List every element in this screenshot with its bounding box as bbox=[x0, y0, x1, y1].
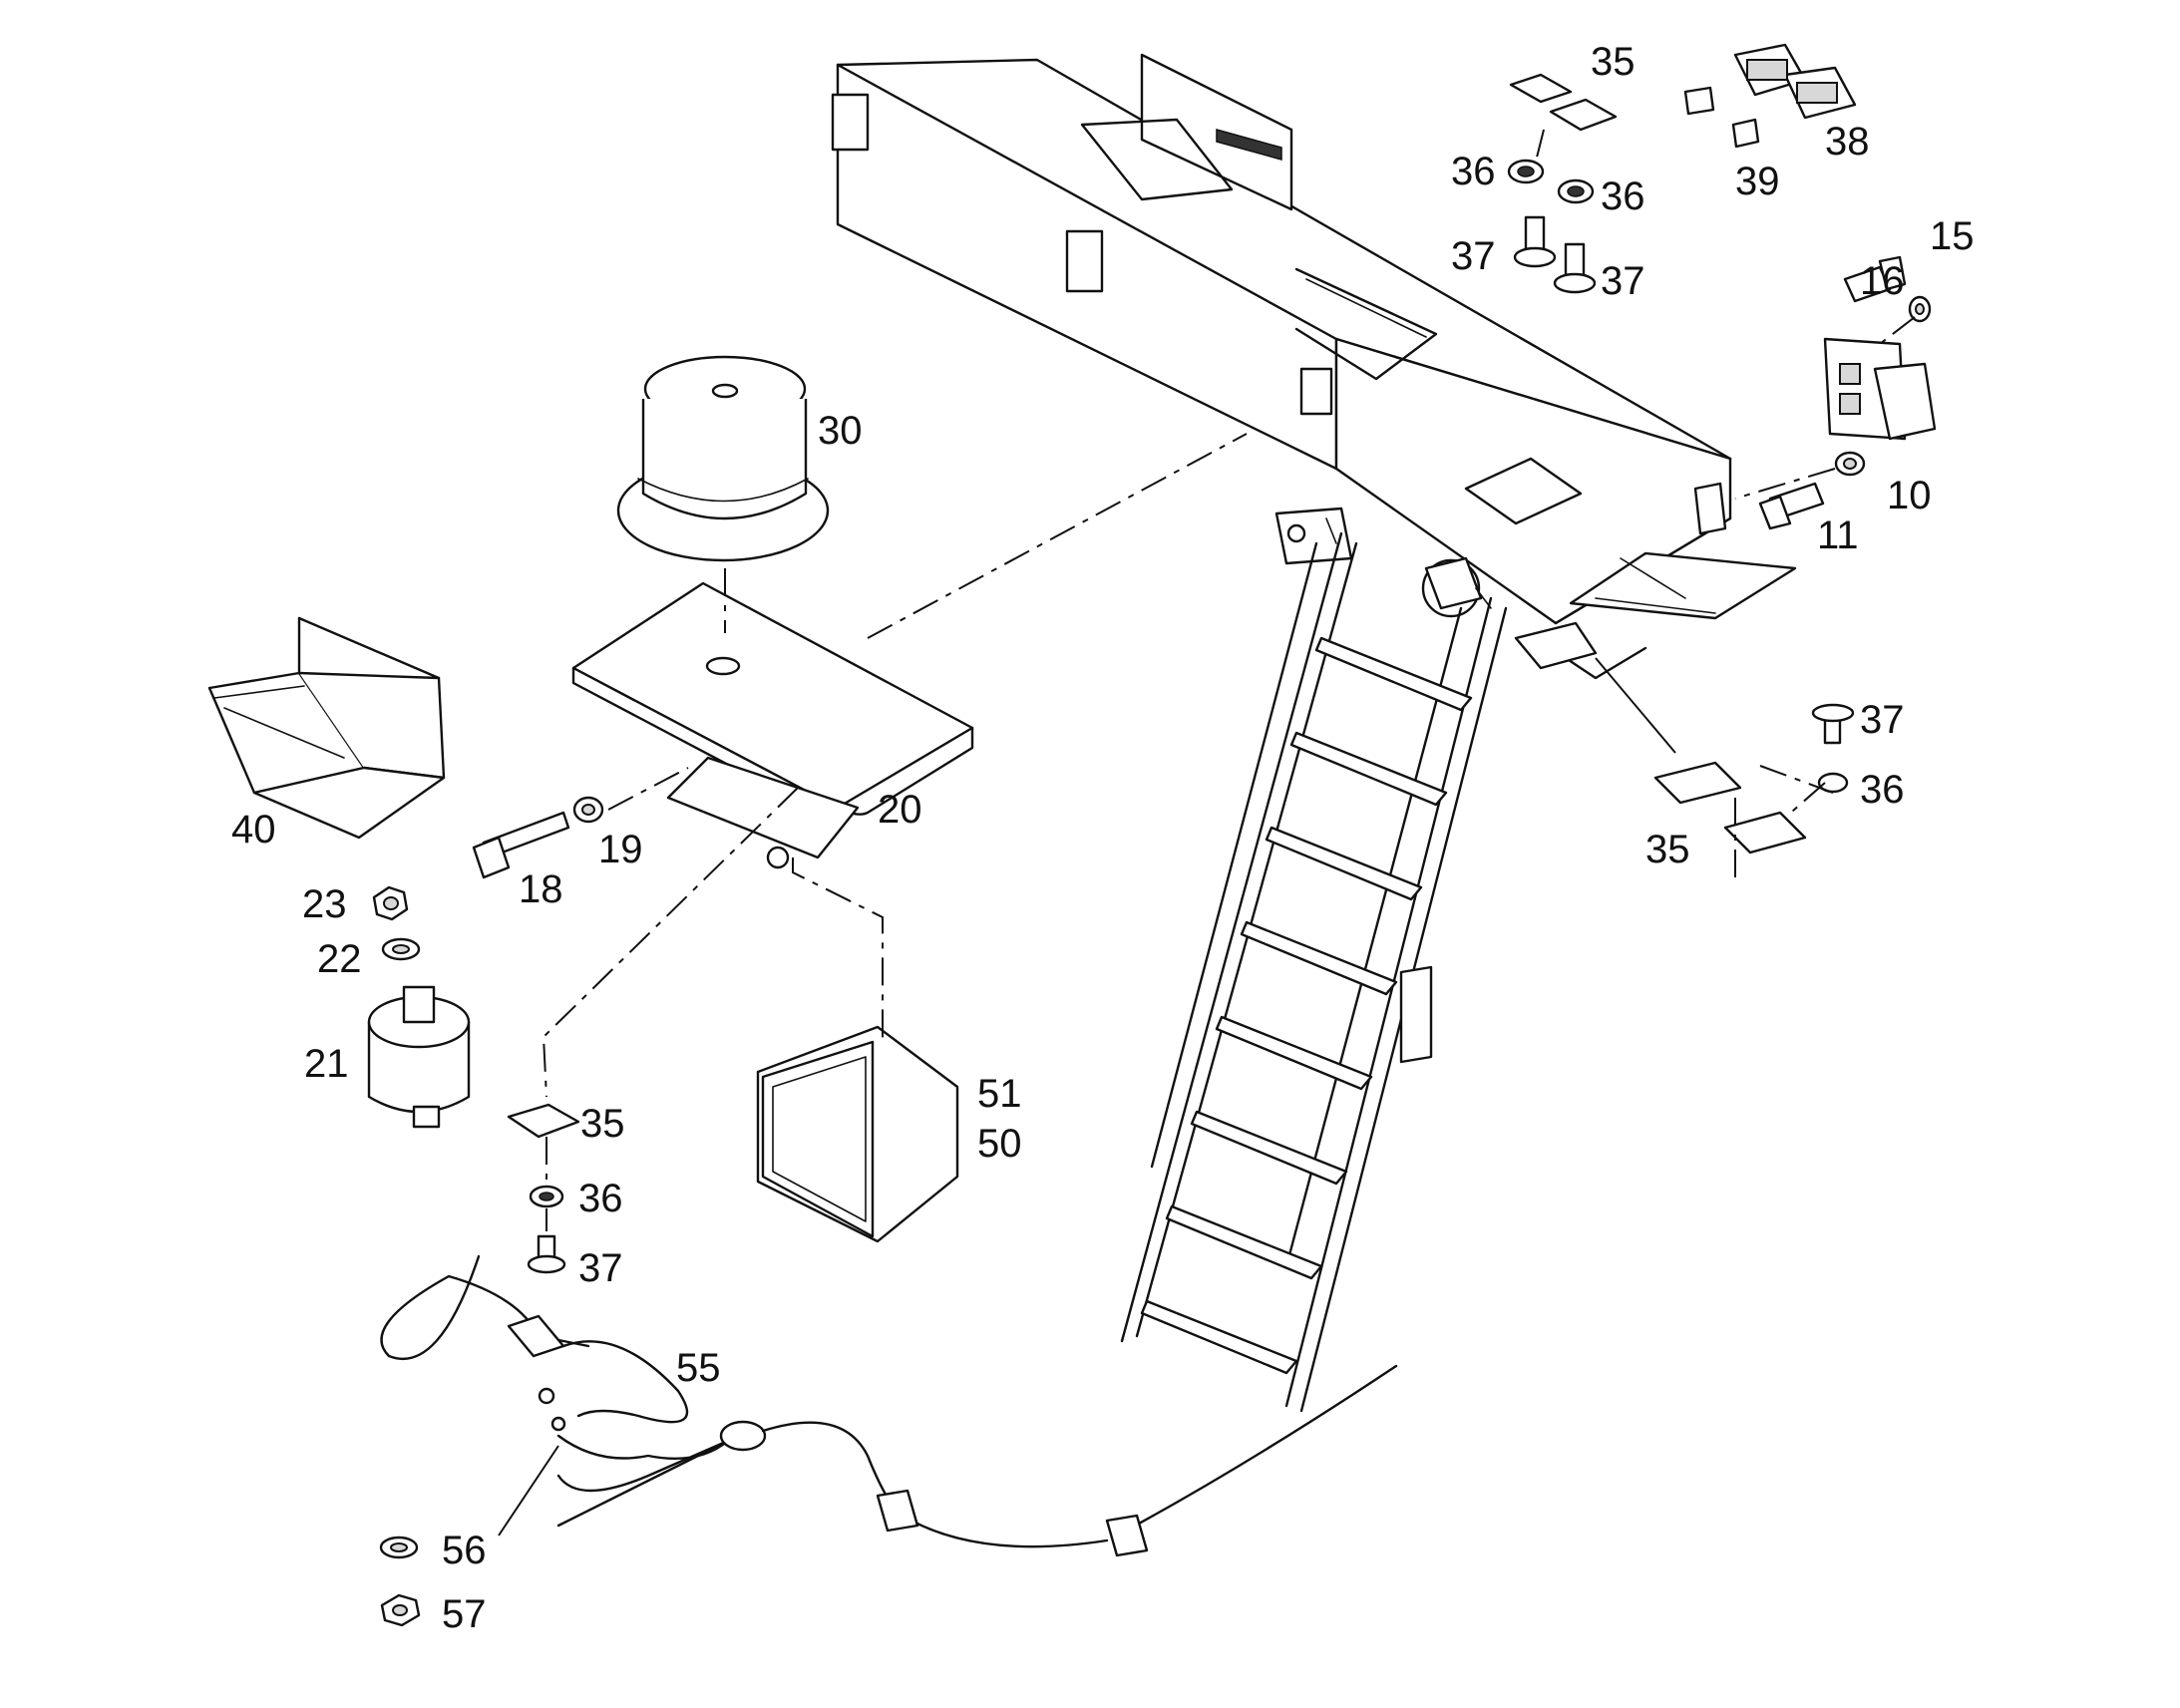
wiring-harness bbox=[380, 1254, 1398, 1557]
callout-20: 20 bbox=[878, 788, 922, 832]
bolt-11 bbox=[1758, 482, 1825, 530]
beacon-light bbox=[616, 355, 830, 562]
screw-37-right bbox=[1811, 703, 1855, 745]
callout-55: 55 bbox=[676, 1346, 721, 1390]
bolt-18 bbox=[472, 811, 570, 879]
washer-56 bbox=[379, 1536, 419, 1559]
callout-18: 18 bbox=[519, 867, 563, 911]
bolt-15 bbox=[1843, 255, 1907, 303]
callout-35-left: 35 bbox=[580, 1102, 625, 1146]
callout-labels: 10 11 15 16 18 19 20 21 22 23 30 35 35 3… bbox=[231, 40, 1975, 1636]
nut-23 bbox=[372, 885, 409, 921]
callout-21: 21 bbox=[304, 1042, 349, 1086]
junction-box bbox=[1823, 337, 1937, 441]
callout-37-top-right: 37 bbox=[1601, 259, 1645, 303]
callout-37-left: 37 bbox=[578, 1246, 623, 1290]
callout-57: 57 bbox=[442, 1592, 487, 1636]
callout-39: 39 bbox=[1735, 160, 1780, 203]
callout-15: 15 bbox=[1930, 214, 1975, 258]
callout-50: 50 bbox=[977, 1122, 1022, 1166]
callout-22: 22 bbox=[317, 937, 362, 981]
callout-35-right: 35 bbox=[1645, 828, 1690, 871]
clip-35-left bbox=[507, 1103, 580, 1139]
callout-51: 51 bbox=[977, 1072, 1022, 1116]
washer-22 bbox=[381, 937, 421, 961]
horn-housing bbox=[207, 616, 446, 840]
callout-36-right: 36 bbox=[1860, 768, 1905, 812]
light-housing bbox=[756, 1025, 959, 1243]
clip-35-top bbox=[1509, 73, 1618, 132]
callout-37-top-left: 37 bbox=[1451, 234, 1496, 278]
callout-56: 56 bbox=[442, 1529, 487, 1572]
connector-39 bbox=[1683, 86, 1760, 149]
nut-57 bbox=[380, 1593, 421, 1627]
callout-16: 16 bbox=[1860, 259, 1905, 303]
callout-35-top: 35 bbox=[1591, 40, 1635, 84]
callout-19: 19 bbox=[598, 828, 643, 871]
callout-11: 11 bbox=[1817, 513, 1859, 557]
mounting-plate bbox=[571, 581, 974, 869]
washer-16 bbox=[1908, 295, 1932, 323]
callout-36-left: 36 bbox=[578, 1177, 623, 1220]
callout-36-top-left: 36 bbox=[1451, 150, 1496, 193]
callout-23: 23 bbox=[302, 882, 347, 926]
access-ladder bbox=[1120, 517, 1508, 1413]
callout-36-top-right: 36 bbox=[1601, 174, 1645, 218]
washer-36-top bbox=[1507, 159, 1595, 204]
washer-10 bbox=[1834, 451, 1866, 477]
screw-37-left bbox=[527, 1234, 566, 1274]
callout-37-right: 37 bbox=[1860, 698, 1905, 742]
washer-36-left bbox=[529, 1185, 564, 1208]
screw-37-top bbox=[1513, 215, 1597, 294]
connector-38 bbox=[1733, 43, 1857, 120]
vibration-mount-21 bbox=[367, 985, 471, 1129]
platform-frame bbox=[831, 53, 1797, 680]
assembly-lines bbox=[498, 129, 1916, 1537]
callout-10: 10 bbox=[1887, 474, 1932, 517]
callout-38: 38 bbox=[1825, 120, 1870, 164]
callout-40: 40 bbox=[231, 808, 276, 852]
callout-30: 30 bbox=[818, 409, 863, 453]
washer-19 bbox=[572, 796, 604, 824]
clip-35-right bbox=[1653, 761, 1807, 854]
